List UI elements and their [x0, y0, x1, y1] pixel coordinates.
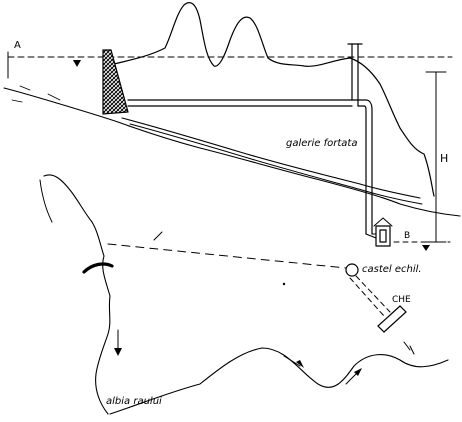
power-plant-plan — [377, 305, 407, 333]
label-surge-tank: castel echil. — [362, 264, 422, 275]
river-bed — [109, 347, 449, 415]
tailrace-tunnel-inner — [129, 123, 423, 205]
lake-contour — [43, 174, 111, 415]
flow-arrow-center — [283, 355, 301, 367]
water-level-symbol — [73, 60, 81, 67]
valley-bank-strokes — [11, 85, 61, 103]
label-river-bed: albia raului — [106, 396, 162, 407]
lake-contour-left — [39, 179, 53, 223]
surge-tank-plan — [345, 263, 359, 277]
mountain-profile — [113, 2, 435, 197]
flow-arrow-left-head — [114, 348, 122, 356]
penstock-plan — [349, 275, 391, 317]
valley-ground-line — [3, 87, 461, 217]
powerhouse-roof — [373, 217, 393, 227]
dam — [102, 49, 129, 115]
flow-arrow-right-head — [354, 368, 362, 376]
plan-dot — [282, 282, 286, 286]
flow-arrow-center-head — [296, 360, 304, 368]
surge-shaft — [351, 43, 359, 107]
label-gallery: galerie fortata — [286, 138, 357, 149]
plan-tick — [153, 231, 163, 241]
tailrace-tunnel — [121, 117, 421, 199]
headrace-plan — [107, 243, 347, 269]
dam-plan — [82, 262, 114, 274]
headrace-gallery — [127, 99, 353, 107]
label-h: H — [440, 152, 448, 165]
river-ticks — [403, 341, 415, 355]
penstock-elbow — [365, 233, 377, 239]
penstock — [351, 99, 373, 235]
tailwater-symbol — [422, 245, 430, 251]
label-b: B — [404, 231, 410, 241]
label-power-plant: CHE — [392, 295, 411, 305]
powerhouse — [375, 225, 391, 247]
label-a: A — [14, 40, 21, 51]
